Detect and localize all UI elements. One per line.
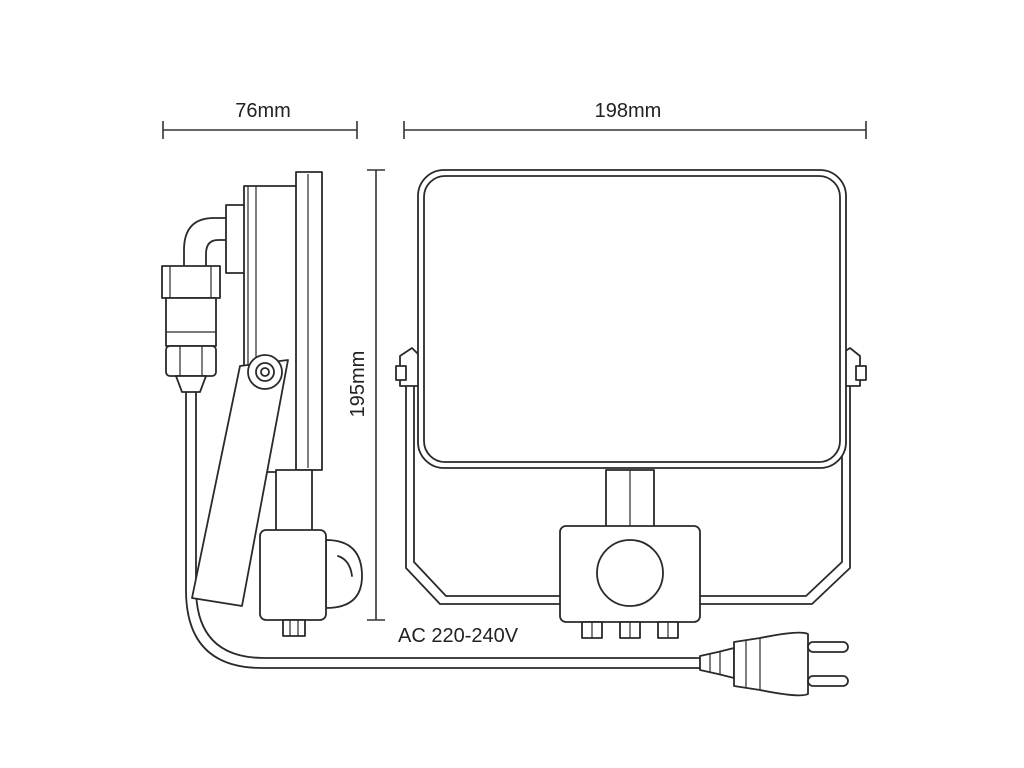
plug-body: [733, 631, 809, 697]
width-dimension: 198mm: [403, 100, 867, 139]
lamp-housing: [417, 169, 847, 469]
height-dimension: 195mm: [347, 169, 385, 621]
width-label: 198mm: [595, 100, 662, 122]
depth-label: 76mm: [235, 100, 291, 122]
pir-sensor-front: [559, 525, 701, 639]
pir-sensor-side: [259, 529, 363, 637]
power-rating-label: AC 220-240V: [398, 625, 519, 647]
plug-pin-bottom: [807, 675, 849, 687]
floodlight-side-view: [161, 171, 701, 669]
plug-pin-top: [807, 641, 849, 653]
power-plug: [699, 631, 849, 697]
depth-dimension: 76mm: [162, 100, 358, 139]
junction-box: [161, 265, 221, 393]
power-cable: [185, 391, 701, 669]
pir-sensor-lens: [596, 539, 664, 607]
height-label: 195mm: [347, 351, 369, 418]
floodlight-front-view: [395, 169, 867, 639]
